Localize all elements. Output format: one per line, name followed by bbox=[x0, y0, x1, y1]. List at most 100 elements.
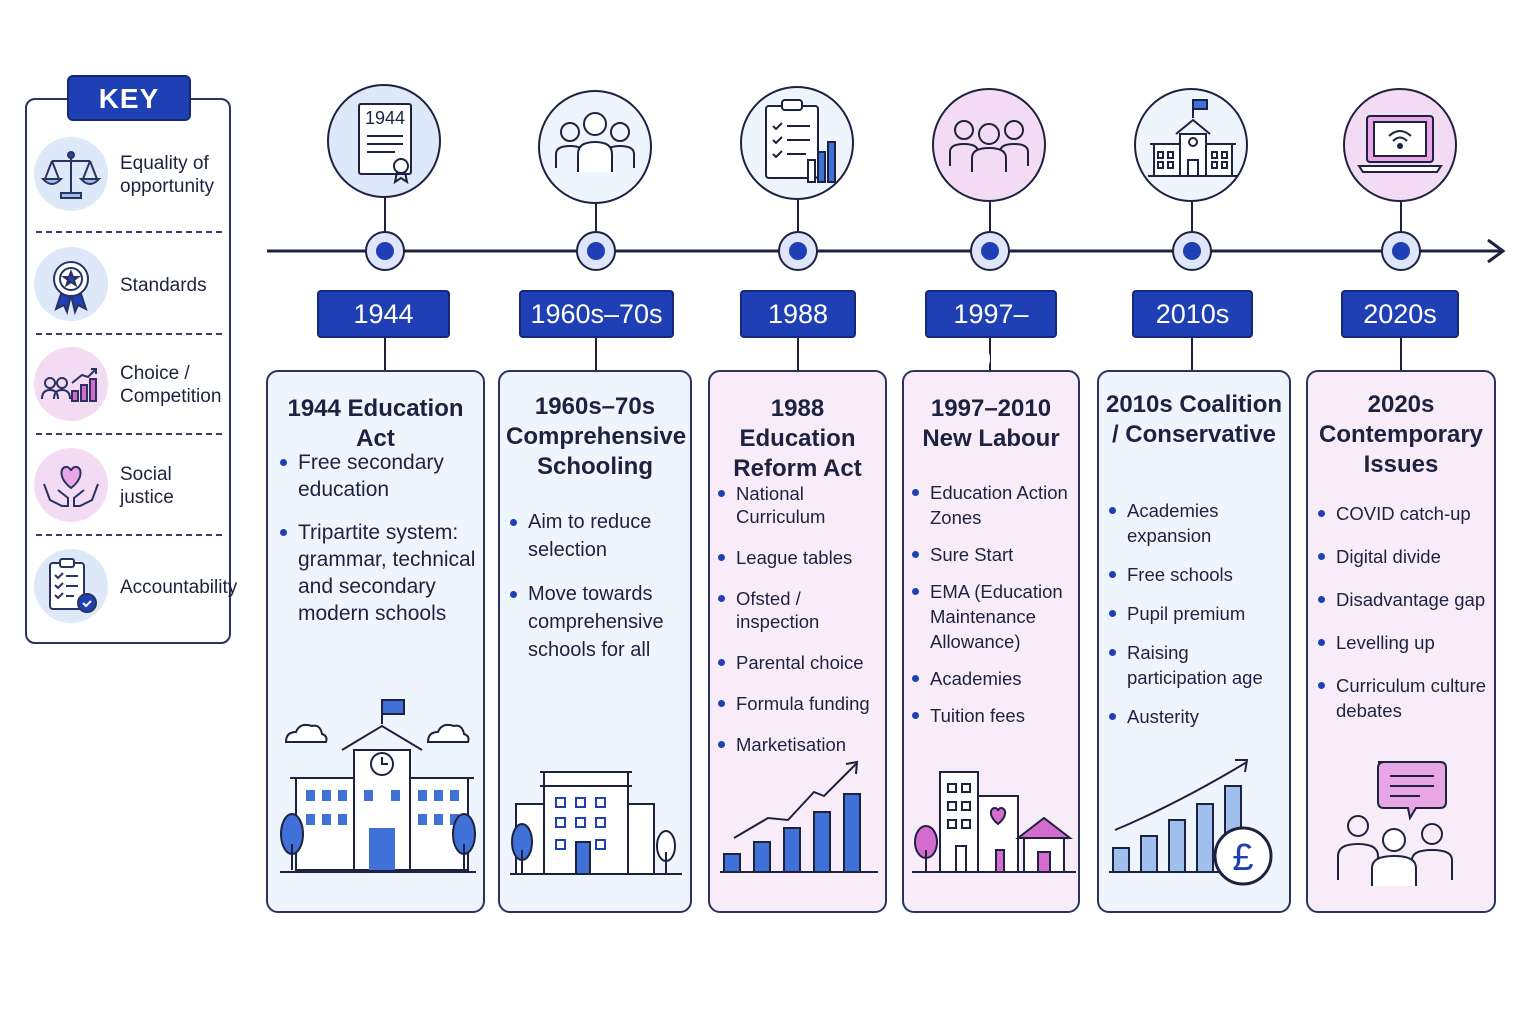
card-points: Academies expansion Free schools Pupil p… bbox=[1109, 498, 1289, 729]
group-people-icon bbox=[538, 90, 652, 204]
key-label: Standards bbox=[120, 274, 207, 296]
point-item: Marketisation bbox=[718, 733, 885, 756]
point-item: Tripartite system: grammar, technical an… bbox=[280, 519, 476, 627]
key-label: Accountability bbox=[120, 576, 238, 598]
year-badge: 2020s bbox=[1341, 290, 1459, 338]
checklist-chart-icon bbox=[740, 86, 854, 200]
connector-line bbox=[1400, 337, 1402, 372]
connector-line bbox=[797, 337, 799, 372]
key-label: Equality of opportunity bbox=[120, 153, 215, 197]
community-buildings-illustration bbox=[912, 771, 1076, 873]
key-item-equality: Equality of opportunity bbox=[32, 130, 227, 220]
connector-line bbox=[384, 337, 386, 372]
era-card-1988: 1988 Education Reform Act National Curri… bbox=[708, 370, 887, 913]
key-label: Choice / Competition bbox=[120, 363, 222, 407]
connector-line bbox=[989, 202, 991, 232]
heart-hands-icon bbox=[34, 448, 108, 522]
key-item-social-justice: Social justice bbox=[32, 441, 227, 531]
point-item: Move towards comprehensive schools for a… bbox=[510, 580, 686, 664]
card-points: National Curriculum League tables Ofsted… bbox=[718, 482, 885, 756]
timeline-node bbox=[576, 231, 616, 271]
point-item: Tuition fees bbox=[912, 703, 1078, 728]
key-label: Social justice bbox=[120, 464, 174, 508]
timeline-node bbox=[1381, 231, 1421, 271]
card-points: Aim to reduce selection Move towards com… bbox=[510, 508, 686, 664]
clipboard-check-icon bbox=[34, 549, 108, 623]
era-card-1960s-70s: 1960s–70s Comprehensive Schooling Aim to… bbox=[498, 370, 692, 913]
key-divider bbox=[36, 231, 222, 233]
rising-bar-chart-illustration bbox=[720, 760, 878, 873]
key-title: KEY bbox=[67, 75, 191, 121]
card-title: 1960s–70s Comprehensive Schooling bbox=[506, 393, 687, 480]
point-item: Ofsted / inspection bbox=[718, 587, 885, 633]
people-growth-chart-icon bbox=[34, 347, 108, 421]
year-badge: 1944 bbox=[317, 290, 450, 338]
era-card-2010s: 2010s Coalition / Conservative Academies… bbox=[1097, 370, 1291, 913]
point-item: COVID catch-up bbox=[1318, 501, 1494, 526]
timeline-node bbox=[778, 231, 818, 271]
card-title: 2020s Contemporary Issues bbox=[1318, 391, 1484, 478]
connector-line bbox=[989, 337, 991, 372]
point-item: Free schools bbox=[1109, 562, 1289, 587]
point-item: EMA (Education Maintenance Allowance) bbox=[912, 579, 1078, 654]
point-item: Aim to reduce selection bbox=[510, 508, 686, 564]
document-year-text: 1944 bbox=[365, 108, 406, 128]
point-item: Levelling up bbox=[1318, 630, 1494, 655]
connector-line bbox=[797, 200, 799, 232]
key-item-accountability: Accountability bbox=[32, 542, 237, 632]
funding-growth-illustration: £ bbox=[1109, 759, 1273, 886]
key-divider bbox=[36, 433, 222, 435]
connector-line bbox=[595, 337, 597, 372]
connector-line bbox=[1191, 202, 1193, 232]
school-building-icon bbox=[1134, 88, 1248, 202]
key-divider bbox=[36, 333, 222, 335]
comprehensive-school-illustration bbox=[510, 771, 682, 875]
family-group-icon bbox=[932, 88, 1046, 202]
point-item: Formula funding bbox=[718, 692, 885, 715]
card-points: Free secondary education Tripartite syst… bbox=[280, 449, 476, 627]
point-item: Parental choice bbox=[718, 651, 885, 674]
card-title: 1944 Education Act bbox=[287, 395, 464, 452]
point-item: Curriculum culture debates bbox=[1318, 673, 1494, 723]
connector-line bbox=[595, 204, 597, 232]
key-divider bbox=[36, 534, 222, 536]
point-item: Austerity bbox=[1109, 704, 1289, 729]
era-card-1997-2010: 1997–2010 New Labour Education Action Zo… bbox=[902, 370, 1080, 913]
card-points: COVID catch-up Digital divide Disadvanta… bbox=[1318, 501, 1494, 723]
discussion-group-illustration bbox=[1337, 761, 1453, 886]
year-badge: 1988 bbox=[740, 290, 856, 338]
timeline-node bbox=[365, 231, 405, 271]
point-item: Free secondary education bbox=[280, 449, 476, 503]
key-item-standards: Standards bbox=[32, 240, 227, 330]
point-item: Pupil premium bbox=[1109, 601, 1289, 626]
card-title: 2010s Coalition / Conservative bbox=[1105, 391, 1283, 448]
scales-icon bbox=[34, 137, 108, 211]
award-ribbon-icon bbox=[34, 247, 108, 321]
point-item: Sure Start bbox=[912, 542, 1078, 567]
era-card-1944: 1944 Education Act Free secondary educat… bbox=[266, 370, 485, 913]
svg-text:£: £ bbox=[1232, 837, 1253, 879]
point-item: Academies expansion bbox=[1109, 498, 1289, 548]
connector-line bbox=[1191, 337, 1193, 372]
point-item: Academies bbox=[912, 666, 1078, 691]
laptop-wifi-icon bbox=[1343, 88, 1457, 202]
card-title: 1988 Education Reform Act bbox=[733, 395, 862, 482]
point-item: League tables bbox=[718, 546, 885, 569]
card-points: Education Action Zones Sure Start EMA (E… bbox=[912, 480, 1078, 728]
school-clocktower-illustration bbox=[280, 699, 476, 873]
timeline-node bbox=[970, 231, 1010, 271]
point-item: National Curriculum bbox=[718, 482, 885, 528]
era-card-2020s: 2020s Contemporary Issues COVID catch-up… bbox=[1306, 370, 1496, 913]
point-item: Raising participation age bbox=[1109, 640, 1289, 690]
timeline-node bbox=[1172, 231, 1212, 271]
connector-line bbox=[384, 197, 386, 233]
point-item: Education Action Zones bbox=[912, 480, 1078, 530]
year-badge: 1997–2010 bbox=[925, 290, 1057, 374]
document-certificate-icon: 1944 bbox=[327, 84, 441, 198]
key-item-choice: Choice / Competition bbox=[32, 340, 227, 430]
connector-line bbox=[1400, 202, 1402, 232]
point-item: Disadvantage gap bbox=[1318, 587, 1494, 612]
year-badge: 1960s–70s bbox=[519, 290, 674, 338]
year-badge: 2010s bbox=[1132, 290, 1253, 338]
